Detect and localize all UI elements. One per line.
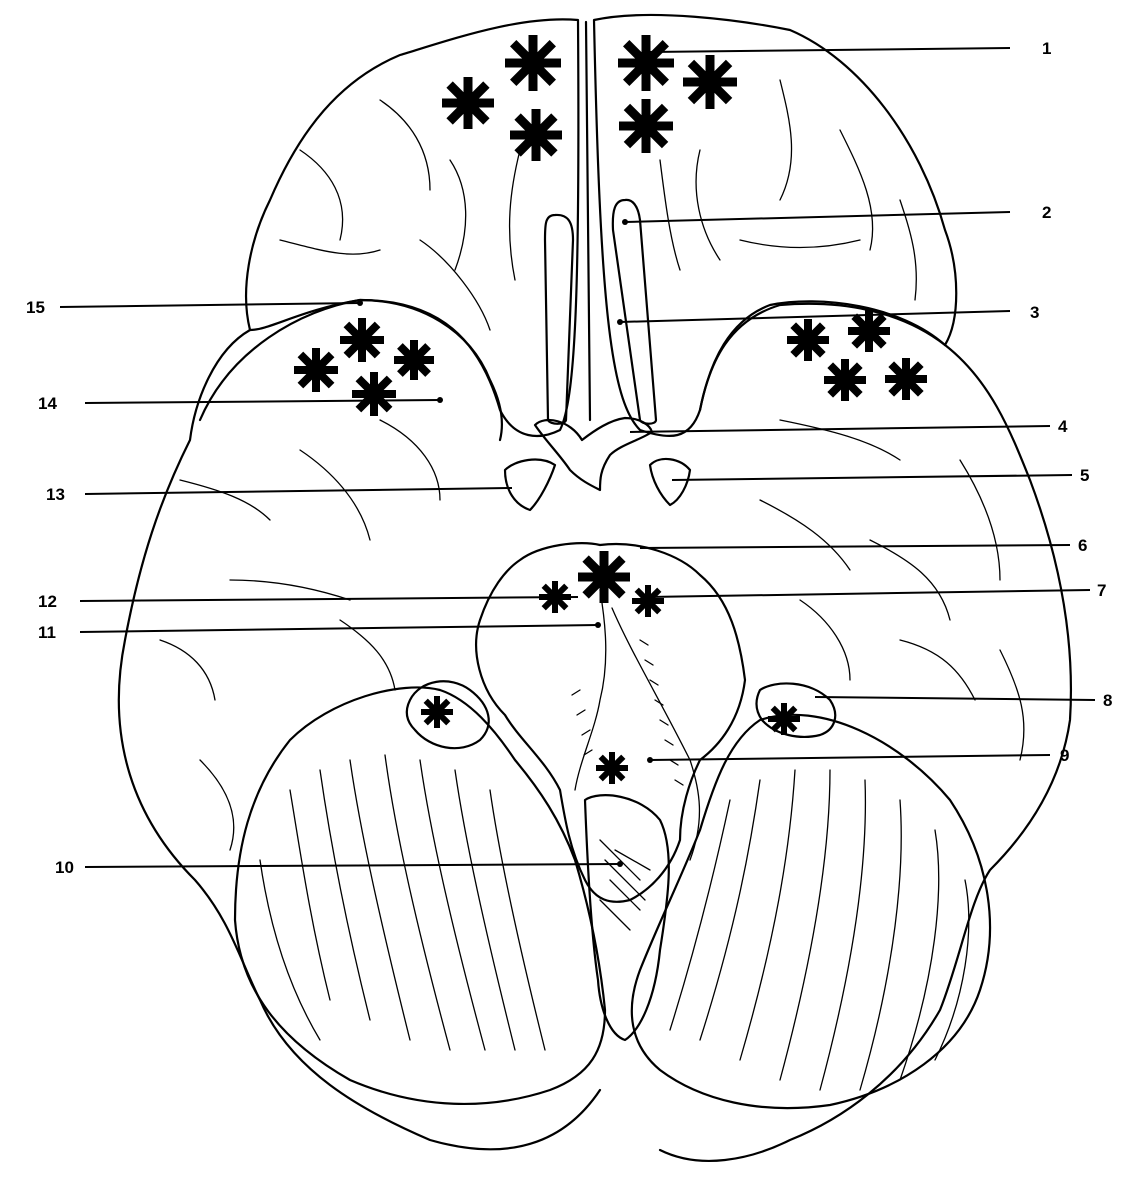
number-labels: 1 2 3 4 5 6 7 8 9 10 11 12 13 14 15 (26, 39, 1112, 877)
label-11: 11 (38, 623, 56, 642)
cerebellar-folia (260, 755, 969, 1090)
leader-5 (672, 475, 1072, 480)
longitudinal-fissure (586, 22, 590, 420)
leader-11 (80, 625, 598, 632)
asterisk-marker (824, 359, 866, 401)
leader-3 (620, 311, 1010, 322)
label-14: 14 (38, 394, 57, 413)
left-cerebellum (235, 687, 605, 1103)
asterisk-marker (578, 551, 630, 603)
label-2: 2 (1042, 203, 1051, 222)
asterisk-marker (294, 348, 338, 392)
medulla (585, 795, 669, 1040)
label-15: 15 (26, 298, 45, 317)
leader-4 (630, 426, 1050, 432)
right-vertebral-artery (612, 608, 699, 860)
right-cerebellum (632, 715, 990, 1108)
left-temporal-lobe (200, 300, 502, 440)
right-vessel-stump (650, 459, 690, 505)
asterisk-marker (421, 696, 453, 728)
asterisk-marker (619, 99, 673, 153)
asterisk-marker (768, 703, 800, 735)
leader-15 (60, 303, 360, 307)
asterisk-marker (352, 372, 396, 416)
leader-dot-10 (617, 861, 623, 867)
label-12: 12 (38, 592, 57, 611)
label-8: 8 (1103, 691, 1112, 710)
leader-dot-11 (595, 622, 601, 628)
leader-13 (85, 488, 512, 494)
leader-dot-2 (622, 219, 628, 225)
label-10: 10 (55, 858, 74, 877)
asterisk-marker (787, 319, 829, 361)
sulci-lines (160, 80, 1024, 850)
asterisk-marker (632, 585, 664, 617)
right-hemisphere-outline (660, 345, 1071, 1161)
leader-dot-15 (357, 300, 363, 306)
label-4: 4 (1058, 417, 1068, 436)
leader-6 (640, 545, 1070, 548)
label-5: 5 (1080, 466, 1089, 485)
asterisk-marker (885, 358, 927, 400)
asterisk-marker (394, 340, 434, 380)
asterisk-marker (510, 109, 562, 161)
asterisk-marker (442, 77, 494, 129)
label-6: 6 (1078, 536, 1087, 555)
asterisk-marker (683, 55, 737, 109)
leader-1 (650, 48, 1010, 52)
leader-dot-14 (437, 397, 443, 403)
label-9: 9 (1060, 746, 1069, 765)
asterisk-marker (505, 35, 561, 91)
left-hemisphere-outline (119, 330, 600, 1149)
left-vessel-stump (505, 460, 555, 510)
optic-chiasm (535, 418, 652, 490)
label-3: 3 (1030, 303, 1039, 322)
leader-dot-3 (617, 319, 623, 325)
leader-10 (85, 864, 620, 867)
label-1: 1 (1042, 39, 1051, 58)
asterisk-marker (618, 35, 674, 91)
leader-dot-9 (647, 757, 653, 763)
leader-8 (815, 697, 1095, 700)
leader-12 (80, 597, 578, 601)
asterisk-marker (340, 318, 384, 362)
label-7: 7 (1097, 581, 1106, 600)
leader-9 (650, 755, 1050, 760)
label-13: 13 (46, 485, 65, 504)
asterisk-marker (596, 752, 628, 784)
leader-2 (625, 212, 1010, 222)
